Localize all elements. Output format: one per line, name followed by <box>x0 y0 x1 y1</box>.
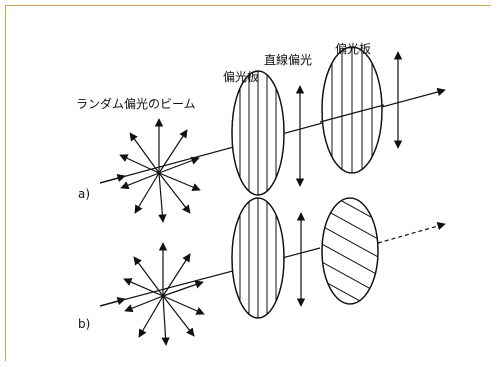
polarizer-2-b-crossed <box>321 197 379 305</box>
random-polarization-star-a <box>119 118 201 223</box>
scenario-a <box>99 46 446 223</box>
case-b-label: b) <box>78 317 91 331</box>
linear-polarization-label: 直線偏光 <box>264 53 313 67</box>
scenario-b <box>99 197 446 346</box>
polarizer-2-label: 偏光板 <box>335 42 372 56</box>
beam-b-line <box>99 247 321 307</box>
random-beam-label: ランダム偏光のビーム <box>76 97 196 111</box>
case-a-label: a) <box>78 187 91 201</box>
random-polarization-star-b <box>123 242 205 346</box>
beam-b-entry-arrow <box>99 296 126 307</box>
beam-a-entry-arrow <box>99 173 126 184</box>
polarizer-2-a <box>319 46 385 174</box>
blocked-beam-dashed <box>377 222 446 244</box>
polarizer-1-b <box>231 197 285 319</box>
polarizer-1-label: 偏光板 <box>223 70 260 84</box>
